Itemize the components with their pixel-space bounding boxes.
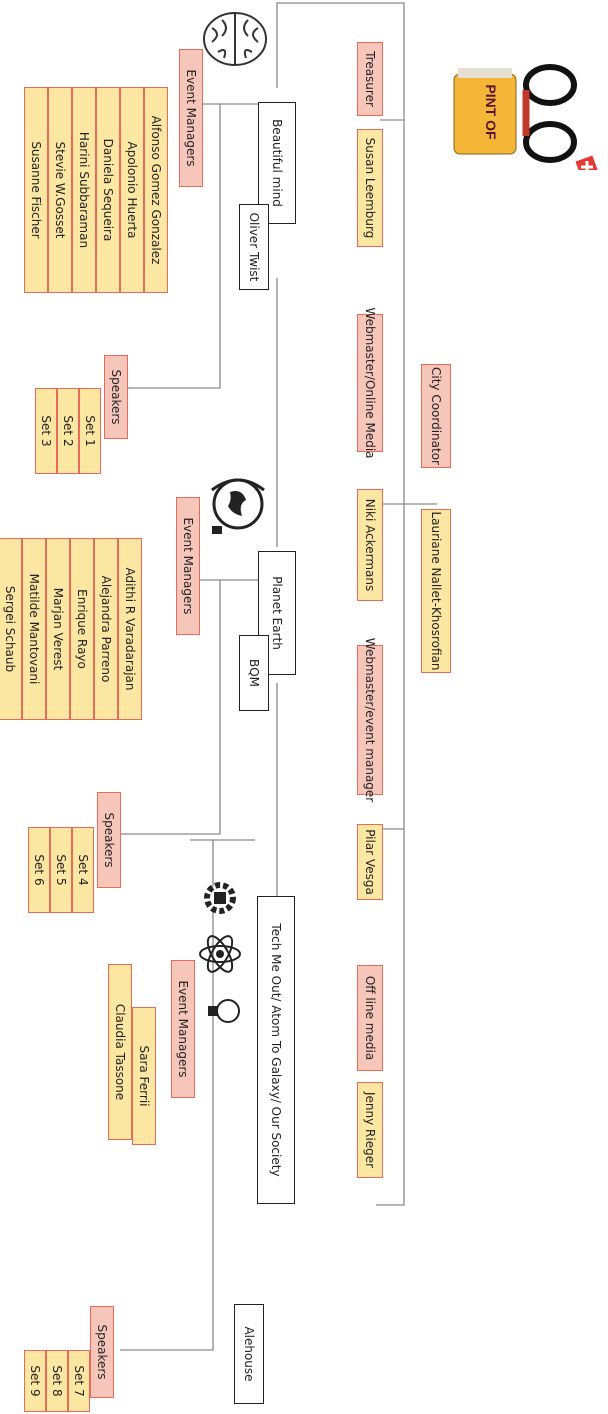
manager-item: Adithi R Varadarajan <box>118 538 142 720</box>
speaker-set: Set 9 <box>24 1350 46 1412</box>
event-managers-label: Event Managers <box>176 497 200 635</box>
event-managers-label: Event Managers <box>179 49 203 187</box>
speaker-set: Set 5 <box>50 827 72 913</box>
lightbulb-icon <box>204 994 244 1028</box>
manager-item: Sara Ferrii <box>132 1007 156 1145</box>
role-treasurer: Treasurer <box>357 42 383 116</box>
name-city-coordinator: Lauriane Nallet-Khosrofian <box>421 509 451 673</box>
role-offline-media: Off line media <box>357 965 383 1071</box>
speaker-set: Set 2 <box>57 388 79 474</box>
theme-title-tech-me-out: Tech Me Out/ Atom To Galaxy/ Our Society <box>257 896 295 1204</box>
speaker-set: Set 4 <box>72 827 94 913</box>
manager-item: Susanne Fischer <box>24 87 48 293</box>
event-managers-label: Event Managers <box>171 960 195 1098</box>
globe-icon <box>202 470 274 538</box>
speaker-set: Set 3 <box>35 388 57 474</box>
pint-of-science-logo: PINT OF <box>440 40 608 179</box>
speakers-label: Speakers <box>90 1306 114 1398</box>
brain-icon <box>200 8 270 70</box>
name-treasurer: Susan Leemburg <box>357 129 383 247</box>
glasses-icon: PINT OF <box>453 64 599 179</box>
speaker-set: Set 6 <box>28 827 50 913</box>
venue-bqm: BQM <box>239 635 269 711</box>
manager-item: Stevie W.Gosset <box>48 87 72 293</box>
role-webmaster-event: Webmaster/event manager <box>357 638 383 802</box>
manager-item: Matilde Mantovani <box>22 538 46 720</box>
manager-item: Enrique Rayo <box>70 538 94 720</box>
name-offline-media: Jenny Rieger <box>357 1082 383 1178</box>
manager-item: Alejandra Parreno <box>94 538 118 720</box>
manager-item: Marjan Verest <box>46 538 70 720</box>
role-webmaster-online: Webmaster/Online Media <box>357 307 383 459</box>
venue-alehouse: Alehouse <box>234 1304 264 1404</box>
logo-text: PINT OF <box>483 84 499 140</box>
manager-item: Daniela Sequeira <box>96 87 120 293</box>
chip-gear-icon <box>200 876 240 920</box>
role-city-coordinator: City Coordinator <box>421 364 451 468</box>
speaker-set: Set 1 <box>79 388 101 474</box>
manager-item: Apolonio Huerta <box>120 87 144 293</box>
manager-item: Alfonso Gomez Gonzalez <box>144 87 168 293</box>
speakers-label: Speakers <box>104 355 128 439</box>
name-webmaster-online: Niki Ackermans <box>357 489 383 601</box>
speaker-set: Set 8 <box>46 1350 68 1412</box>
manager-item: Harini Subbaraman <box>72 87 96 293</box>
manager-item: Claudia Tassone <box>108 964 132 1140</box>
speaker-set: Set 7 <box>68 1350 90 1412</box>
atom-icon <box>198 930 242 978</box>
name-webmaster-event: Pilar Vesga <box>357 824 383 900</box>
speakers-label: Speakers <box>97 792 121 888</box>
manager-item: Sergei Schaub <box>0 538 22 720</box>
venue-oliver-twist: Oliver Twist <box>239 204 269 290</box>
